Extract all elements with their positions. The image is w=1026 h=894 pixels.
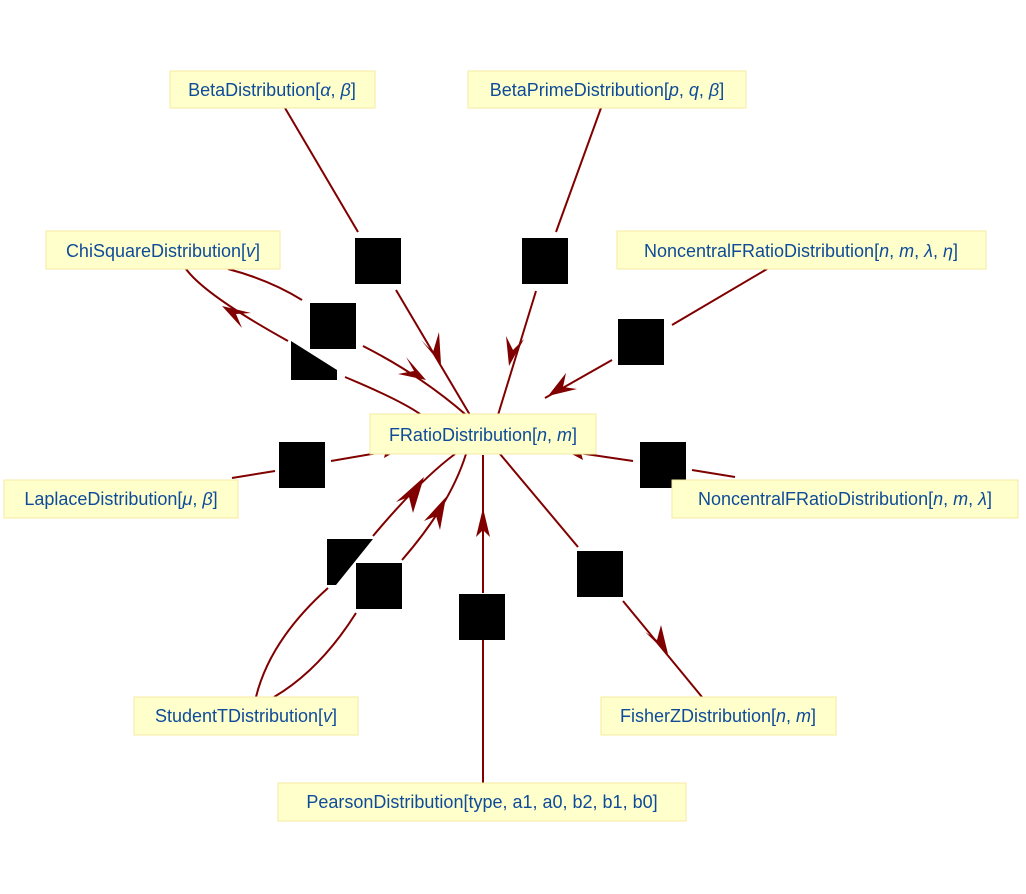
node-label: FisherZDistribution[n, m] [620, 706, 816, 726]
edge-pearson-to-fratio [476, 455, 490, 783]
node-chisquare[interactable]: ChiSquareDistribution[v] [45, 230, 281, 270]
edge-beta-to-fratio [284, 107, 471, 416]
node-label: NoncentralFRatioDistribution[n, m, λ, η] [644, 241, 958, 261]
arrowhead [506, 336, 524, 366]
arrowhead [222, 306, 251, 328]
node-label: LaplaceDistribution[μ, β] [24, 489, 217, 509]
node-studentt[interactable]: StudentTDistribution[v] [133, 696, 359, 736]
node-noncentral3[interactable]: NoncentralFRatioDistribution[n, m, λ] [671, 479, 1019, 519]
node-laplace[interactable]: LaplaceDistribution[μ, β] [3, 479, 239, 519]
edge-chisquare-to-fratio [227, 268, 466, 415]
arrowhead [396, 477, 424, 513]
edge-marker-fisherz [577, 551, 623, 597]
node-betaprime[interactable]: BetaPrimeDistribution[p, q, β] [467, 70, 747, 109]
edge-marker-chisquare-1 [310, 303, 356, 349]
edge-marker-betaprime [522, 238, 568, 284]
edge-marker-laplace [279, 442, 325, 488]
edge-marker-beta [355, 238, 401, 284]
edge-noncentral4-to-fratio [544, 268, 768, 399]
arrowhead [645, 625, 668, 654]
arrowhead [424, 497, 446, 530]
node-pearson[interactable]: PearsonDistribution[type, a1, a0, b2, b1… [277, 782, 687, 822]
edge-marker-noncentral4 [618, 319, 664, 365]
edge-fratio-to-chisquare [185, 268, 421, 415]
node-label: ChiSquareDistribution[v] [66, 241, 260, 261]
edge-marker-studentt-2 [356, 563, 402, 609]
edge-studentt-to-fratio-2 [273, 453, 467, 698]
node-label: PearsonDistribution[type, a1, a0, b2, b1… [306, 792, 657, 812]
node-beta[interactable]: BetaDistribution[α, β] [169, 70, 376, 109]
node-label: FRatioDistribution[n, m] [389, 425, 577, 445]
edge-betaprime-to-fratio [497, 107, 602, 416]
edge-marker-studentt-1 [327, 539, 373, 585]
arrowhead [398, 357, 426, 380]
node-label: BetaDistribution[α, β] [188, 80, 356, 100]
node-label: NoncentralFRatioDistribution[n, m, λ] [698, 489, 992, 509]
arrowhead [548, 373, 577, 396]
edge-marker-pearson [459, 594, 505, 640]
arrowhead [421, 332, 441, 364]
edge-studentt-to-fratio-1 [255, 453, 456, 698]
node-fisherz[interactable]: FisherZDistribution[n, m] [600, 696, 837, 736]
arrowhead [476, 508, 490, 537]
node-label: BetaPrimeDistribution[p, q, β] [490, 80, 724, 100]
node-noncentral4[interactable]: NoncentralFRatioDistribution[n, m, λ, η] [616, 230, 987, 270]
node-label: StudentTDistribution[v] [155, 706, 337, 726]
edge-fratio-to-fisherz [499, 453, 703, 698]
node-fratio[interactable]: FRatioDistribution[n, m] [369, 413, 597, 455]
edge-marker-chisquare-2 [291, 341, 337, 380]
